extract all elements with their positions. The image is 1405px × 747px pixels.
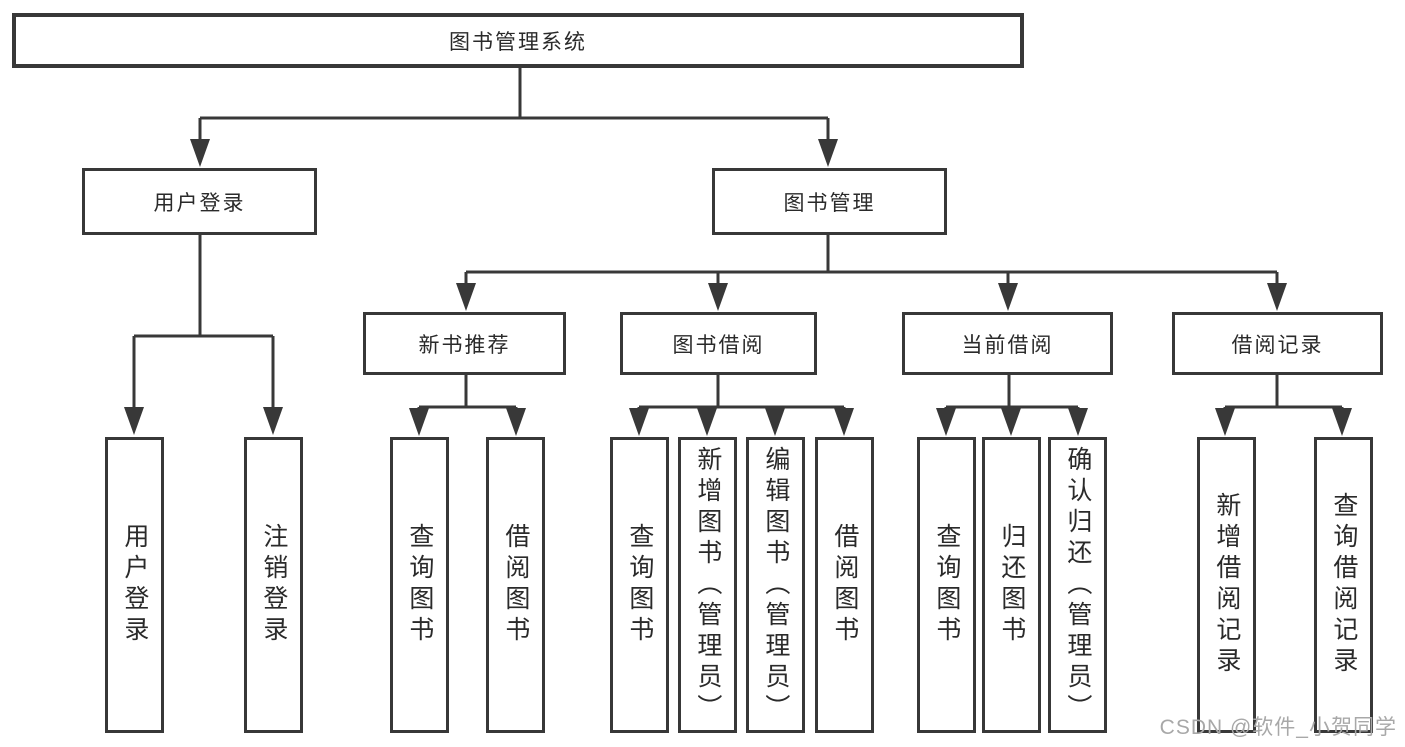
csdn-watermark: CSDN @软件_小贺同学 — [1159, 716, 1397, 739]
leaf-confirm-return-admin: 确认归还（管理员） — [1048, 437, 1107, 733]
leaf-logout: 注销登录 — [244, 437, 303, 733]
leaf-label: 注销登录 — [259, 523, 288, 647]
leaf-label: 查询借阅记录 — [1329, 492, 1358, 678]
node-book-management: 图书管理 — [712, 168, 947, 235]
leaf-label: 确认归还（管理员） — [1063, 445, 1092, 725]
leaf-query-borrow-record: 查询借阅记录 — [1314, 437, 1373, 733]
node-current-borrow: 当前借阅 — [902, 312, 1113, 375]
node-borrow-records: 借阅记录 — [1172, 312, 1383, 375]
leaf-label: 新增图书（管理员） — [693, 445, 722, 725]
leaf-borrow-books-recommend: 借阅图书 — [486, 437, 545, 733]
node-new-book-recommend: 新书推荐 — [363, 312, 566, 375]
leaf-label: 查询图书 — [405, 523, 434, 647]
leaf-add-book-admin: 新增图书（管理员） — [678, 437, 737, 733]
leaf-label: 查询图书 — [932, 523, 961, 647]
leaf-label: 借阅图书 — [830, 523, 859, 647]
leaf-label: 新增借阅记录 — [1212, 492, 1241, 678]
leaf-add-borrow-record: 新增借阅记录 — [1197, 437, 1256, 733]
leaf-label: 编辑图书（管理员） — [761, 445, 790, 725]
leaf-label: 查询图书 — [625, 523, 654, 647]
leaf-return-book: 归还图书 — [982, 437, 1041, 733]
leaf-label: 用户登录 — [120, 523, 149, 647]
leaf-query-books-borrow: 查询图书 — [610, 437, 669, 733]
leaf-label: 归还图书 — [997, 523, 1026, 647]
node-user-login-branch: 用户登录 — [82, 168, 317, 235]
node-library-system: 图书管理系统 — [12, 13, 1024, 68]
leaf-query-books-recommend: 查询图书 — [390, 437, 449, 733]
leaf-user-login: 用户登录 — [105, 437, 164, 733]
leaf-query-books-current: 查询图书 — [917, 437, 976, 733]
leaf-edit-book-admin: 编辑图书（管理员） — [746, 437, 805, 733]
leaf-label: 借阅图书 — [501, 523, 530, 647]
leaf-borrow-books: 借阅图书 — [815, 437, 874, 733]
node-book-borrow: 图书借阅 — [620, 312, 817, 375]
